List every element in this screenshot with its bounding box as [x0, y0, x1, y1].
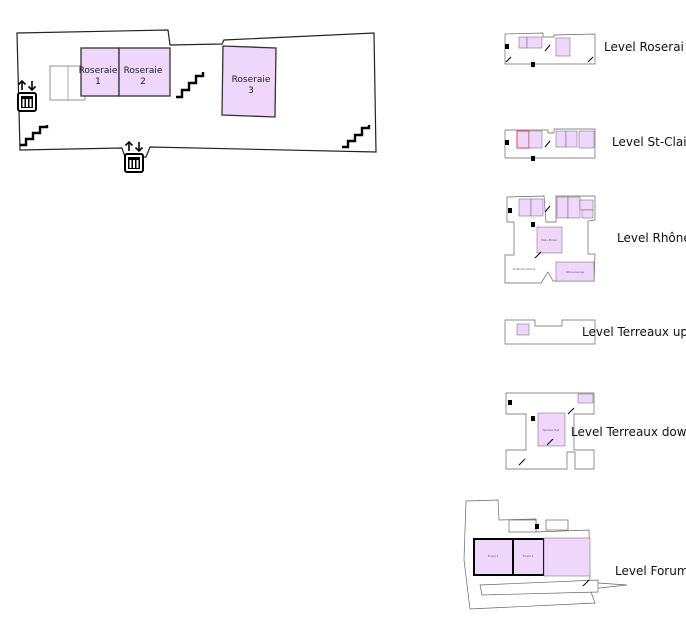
level-forum-label[interactable]: Level Forum	[615, 564, 686, 578]
level-terreaux-up-label[interactable]: Level Terreaux up	[582, 325, 686, 339]
stairs-icon	[176, 72, 205, 99]
level-st-clair-thumbnail[interactable]	[504, 128, 596, 161]
roseraie-floor-plan: Roseraie 1 Roseraie 2 Roseraie 3	[16, 29, 377, 173]
room-roseraie-3-label: Roseraie	[232, 75, 271, 85]
svg-text:Forum 2: Forum 2	[523, 554, 534, 558]
room-roseraie-1[interactable]	[80, 47, 120, 97]
svg-text:Auditorium Rhone: Auditorium Rhone	[513, 267, 536, 271]
level-forum-thumbnail[interactable]: Forum 1 Forum 2	[463, 499, 628, 610]
room-roseraie-2[interactable]	[118, 47, 171, 97]
room-roseraie-3[interactable]	[221, 45, 277, 118]
svg-text:Terreaux Hall: Terreaux Hall	[543, 428, 560, 432]
level-terreaux-up-thumbnail[interactable]	[504, 319, 596, 345]
level-terreaux-down-thumbnail[interactable]: Terreaux Hall	[505, 392, 595, 470]
level-rhone-label[interactable]: Level Rhône	[617, 231, 686, 245]
level-terreaux-down-label[interactable]: Level Terreaux dow	[571, 425, 686, 439]
room-roseraie-3-number: 3	[248, 86, 254, 96]
room-roseraie-2-label: Roseraie	[124, 66, 163, 76]
elevator-icon[interactable]	[17, 79, 37, 112]
elevator-icon[interactable]	[124, 140, 144, 173]
level-roseraie-thumbnail[interactable]	[504, 32, 596, 67]
svg-text:Forum 1: Forum 1	[488, 554, 499, 558]
stairs-icon	[342, 125, 371, 149]
stairs-icon	[20, 125, 49, 147]
svg-text:Rhone Lounge: Rhone Lounge	[566, 270, 584, 274]
room-roseraie-1-label: Roseraie	[79, 66, 118, 76]
level-roseraie-label[interactable]: Level Roserai	[604, 40, 684, 54]
level-st-clair-label[interactable]: Level St-Clai	[612, 135, 686, 149]
level-rhone-thumbnail[interactable]: Place Rhone Auditorium Rhone Rhone Loung…	[504, 195, 596, 284]
svg-text:Place Rhone: Place Rhone	[541, 238, 557, 242]
room-roseraie-2-number: 2	[140, 77, 146, 87]
room-roseraie-1-number: 1	[95, 77, 101, 87]
